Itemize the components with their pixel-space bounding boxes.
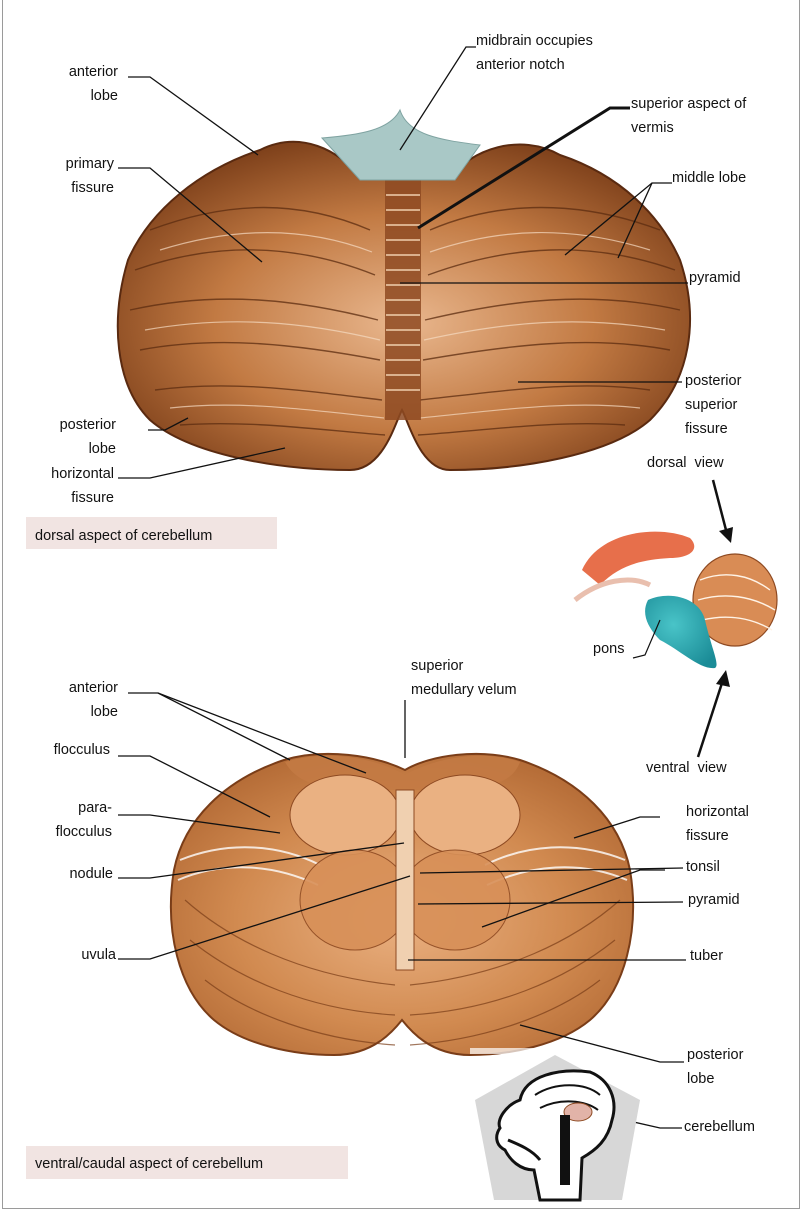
label-line: lobe — [40, 700, 118, 724]
label-line: superior — [411, 654, 517, 678]
label-dorsal-horizontal-fissure: horizontal fissure — [20, 462, 114, 510]
label-line: fissure — [20, 486, 114, 510]
label-superior-medullary-velum: superior medullary velum — [411, 654, 517, 702]
ventral-cerebellum — [171, 754, 633, 1055]
label-line: fissure — [40, 176, 114, 200]
label-dorsal-view: dorsal view — [647, 451, 724, 475]
label-midbrain: midbrain occupies anterior notch — [476, 29, 593, 77]
label-ventral-anterior-lobe: anterior lobe — [40, 676, 118, 724]
label-ventral-horizontal-fissure: horizontal fissure — [686, 800, 749, 848]
label-tuber: tuber — [690, 944, 723, 968]
label-tonsil: tonsil — [686, 855, 720, 879]
label-uvula: uvula — [20, 943, 116, 967]
ventral-caption: ventral/caudal aspect of cerebellum — [35, 1154, 263, 1174]
label-line: horizontal — [686, 800, 749, 824]
label-paraflocculus: para- flocculus — [20, 796, 112, 844]
label-line: superior aspect of — [631, 92, 746, 116]
label-dorsal-posterior-lobe: posterior lobe — [30, 413, 116, 461]
label-posterior-superior-fissure: posterior superior fissure — [685, 369, 741, 441]
dorsal-caption: dorsal aspect of cerebellum — [35, 526, 212, 546]
label-dorsal-pyramid: pyramid — [689, 266, 741, 290]
label-primary-fissure: primary fissure — [40, 152, 114, 200]
label-middle-lobe: middle lobe — [672, 166, 746, 190]
label-nodule: nodule — [20, 862, 113, 886]
label-line: lobe — [40, 84, 118, 108]
label-superior-vermis: superior aspect of vermis — [631, 92, 746, 140]
label-flocculus: flocculus — [20, 738, 110, 762]
label-line: anterior — [40, 60, 118, 84]
label-pons: pons — [593, 637, 624, 661]
label-line: anterior notch — [476, 53, 593, 77]
label-ventral-posterior-lobe: posterior lobe — [687, 1043, 743, 1091]
label-line: horizontal — [20, 462, 114, 486]
label-line: flocculus — [20, 820, 112, 844]
label-line: lobe — [687, 1067, 743, 1091]
label-ventral-view: ventral view — [646, 756, 727, 780]
label-line: primary — [40, 152, 114, 176]
label-line: fissure — [685, 417, 741, 441]
head-midsagittal-thumbnail — [475, 1055, 640, 1200]
label-line: midbrain occupies — [476, 29, 593, 53]
orientation-brain — [575, 480, 777, 757]
label-line: medullary velum — [411, 678, 517, 702]
label-ventral-pyramid: pyramid — [688, 888, 740, 912]
label-line: posterior — [30, 413, 116, 437]
label-line: posterior — [685, 369, 741, 393]
label-cerebellum: cerebellum — [684, 1115, 755, 1139]
dorsal-cerebellum — [118, 110, 690, 470]
label-line: vermis — [631, 116, 746, 140]
label-dorsal-anterior-lobe: anterior lobe — [40, 60, 118, 108]
label-line: fissure — [686, 824, 749, 848]
label-line: superior — [685, 393, 741, 417]
label-line: anterior — [40, 676, 118, 700]
label-line: lobe — [30, 437, 116, 461]
label-line: posterior — [687, 1043, 743, 1067]
label-line: para- — [20, 796, 112, 820]
